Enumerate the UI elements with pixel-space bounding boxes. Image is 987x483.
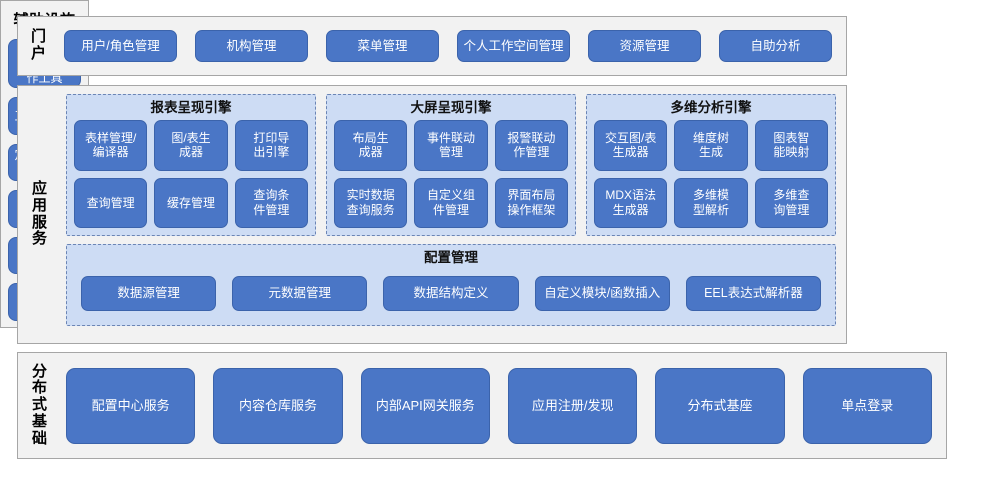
bigscreen-item-ui-layout-framework[interactable]: 界面布局 操作框架 xyxy=(494,177,568,228)
report-item-template-compiler[interactable]: 表样管理/ 编译器 xyxy=(74,120,148,171)
portal-item-org[interactable]: 机构管理 xyxy=(195,30,308,62)
portal-item-menu[interactable]: 菜单管理 xyxy=(326,30,439,62)
group-configuration-management-title: 配置管理 xyxy=(424,250,478,265)
config-item-metadata-management[interactable]: 元数据管理 xyxy=(232,276,368,312)
bigscreen-item-realtime-data-query-service[interactable]: 实时数据 查询服务 xyxy=(334,177,408,228)
group-bigscreen-engine-title: 大屏呈现引擎 xyxy=(410,100,492,115)
portal-section-label: 门户 xyxy=(18,17,60,75)
group-report-engine: 报表呈现引擎 表样管理/ 编译器 图/表生 成器 打印导 出引擎 查询管理 缓存… xyxy=(66,94,316,236)
group-olap-engine: 多维分析引擎 交互图/表 生成器 维度树 生成 图表智 能映射 MDX语法 生成… xyxy=(586,94,836,236)
olap-item-interactive-chart-generator[interactable]: 交互图/表 生成器 xyxy=(594,120,668,171)
config-item-datasource-management[interactable]: 数据源管理 xyxy=(81,276,217,312)
group-report-engine-title: 报表呈现引擎 xyxy=(150,100,232,115)
report-item-query-condition-management[interactable]: 查询条 件管理 xyxy=(234,177,308,228)
portal-item-workspace[interactable]: 个人工作空间管理 xyxy=(457,30,570,62)
group-bigscreen-engine-items: 布局生 成器 事件联动 管理 报警联动 作管理 实时数据 查询服务 自定义组 件… xyxy=(334,120,568,228)
portal-section: 门户 用户/角色管理 机构管理 菜单管理 个人工作空间管理 资源管理 自助分析 xyxy=(17,16,847,76)
olap-item-chart-smart-mapping[interactable]: 图表智 能映射 xyxy=(754,120,828,171)
report-item-cache-management[interactable]: 缓存管理 xyxy=(154,177,228,228)
group-bigscreen-engine: 大屏呈现引擎 布局生 成器 事件联动 管理 报警联动 作管理 实时数据 查询服务… xyxy=(326,94,576,236)
portal-item-list: 用户/角色管理 机构管理 菜单管理 个人工作空间管理 资源管理 自助分析 xyxy=(60,17,846,75)
config-item-eel-expression-parser[interactable]: EEL表达式解析器 xyxy=(685,276,822,312)
base-item-internal-api-gateway-service[interactable]: 内部API网关服务 xyxy=(360,367,490,444)
bigscreen-item-layout-generator[interactable]: 布局生 成器 xyxy=(334,120,408,171)
group-configuration-management-items: 数据源管理 元数据管理 数据结构定义 自定义模块/函数插入 EEL表达式解析器 xyxy=(75,270,827,317)
portal-item-self-service-analysis[interactable]: 自助分析 xyxy=(719,30,832,62)
base-item-single-sign-on[interactable]: 单点登录 xyxy=(802,367,932,444)
distributed-base-section-label: 分布式基础 xyxy=(18,353,62,458)
config-item-data-structure-definition[interactable]: 数据结构定义 xyxy=(383,276,519,312)
distributed-base-section: 分布式基础 配置中心服务 内容仓库服务 内部API网关服务 应用注册/发现 分布… xyxy=(17,352,947,459)
bigscreen-item-event-linkage-management[interactable]: 事件联动 管理 xyxy=(414,120,488,171)
portal-item-resource[interactable]: 资源管理 xyxy=(588,30,701,62)
bigscreen-item-custom-component-management[interactable]: 自定义组 件管理 xyxy=(414,177,488,228)
report-item-print-export-engine[interactable]: 打印导 出引擎 xyxy=(234,120,308,171)
application-services-section-label-text: 应用服务 xyxy=(31,179,48,248)
bigscreen-item-alarm-action-management[interactable]: 报警联动 作管理 xyxy=(494,120,568,171)
olap-item-mdx-syntax-generator[interactable]: MDX语法 生成器 xyxy=(594,177,668,228)
group-olap-engine-items: 交互图/表 生成器 维度树 生成 图表智 能映射 MDX语法 生成器 多维模 型… xyxy=(594,120,828,228)
group-report-engine-items: 表样管理/ 编译器 图/表生 成器 打印导 出引擎 查询管理 缓存管理 查询条 … xyxy=(74,120,308,228)
group-olap-engine-title: 多维分析引擎 xyxy=(670,100,752,115)
distributed-base-item-list: 配置中心服务 内容仓库服务 内部API网关服务 应用注册/发现 分布式基座 单点… xyxy=(62,353,946,458)
olap-item-multidim-model-parsing[interactable]: 多维模 型解析 xyxy=(674,177,748,228)
portal-item-user-role[interactable]: 用户/角色管理 xyxy=(64,30,177,62)
application-services-section-label: 应用服务 xyxy=(18,86,62,343)
config-item-custom-module-function-insert[interactable]: 自定义模块/函数插入 xyxy=(534,276,670,312)
distributed-base-section-label-text: 分布式基础 xyxy=(31,362,48,447)
group-configuration-management: 配置管理 数据源管理 元数据管理 数据结构定义 自定义模块/函数插入 EEL表达… xyxy=(66,244,836,326)
olap-item-multidim-query-management[interactable]: 多维查 询管理 xyxy=(754,177,828,228)
engines-row: 报表呈现引擎 表样管理/ 编译器 图/表生 成器 打印导 出引擎 查询管理 缓存… xyxy=(66,94,836,236)
olap-item-dimension-tree-generation[interactable]: 维度树 生成 xyxy=(674,120,748,171)
portal-section-label-text: 门户 xyxy=(30,28,47,62)
application-services-body: 报表呈现引擎 表样管理/ 编译器 图/表生 成器 打印导 出引擎 查询管理 缓存… xyxy=(62,86,846,343)
base-item-content-repository-service[interactable]: 内容仓库服务 xyxy=(213,367,343,444)
base-item-app-registration-discovery[interactable]: 应用注册/发现 xyxy=(507,367,638,444)
report-item-chart-table-generator[interactable]: 图/表生 成器 xyxy=(154,120,228,171)
report-item-query-management[interactable]: 查询管理 xyxy=(74,177,148,228)
base-item-config-center-service[interactable]: 配置中心服务 xyxy=(66,367,196,444)
base-item-distributed-foundation[interactable]: 分布式基座 xyxy=(655,367,785,444)
application-services-section: 应用服务 报表呈现引擎 表样管理/ 编译器 图/表生 成器 打印导 出引擎 查询… xyxy=(17,85,847,344)
